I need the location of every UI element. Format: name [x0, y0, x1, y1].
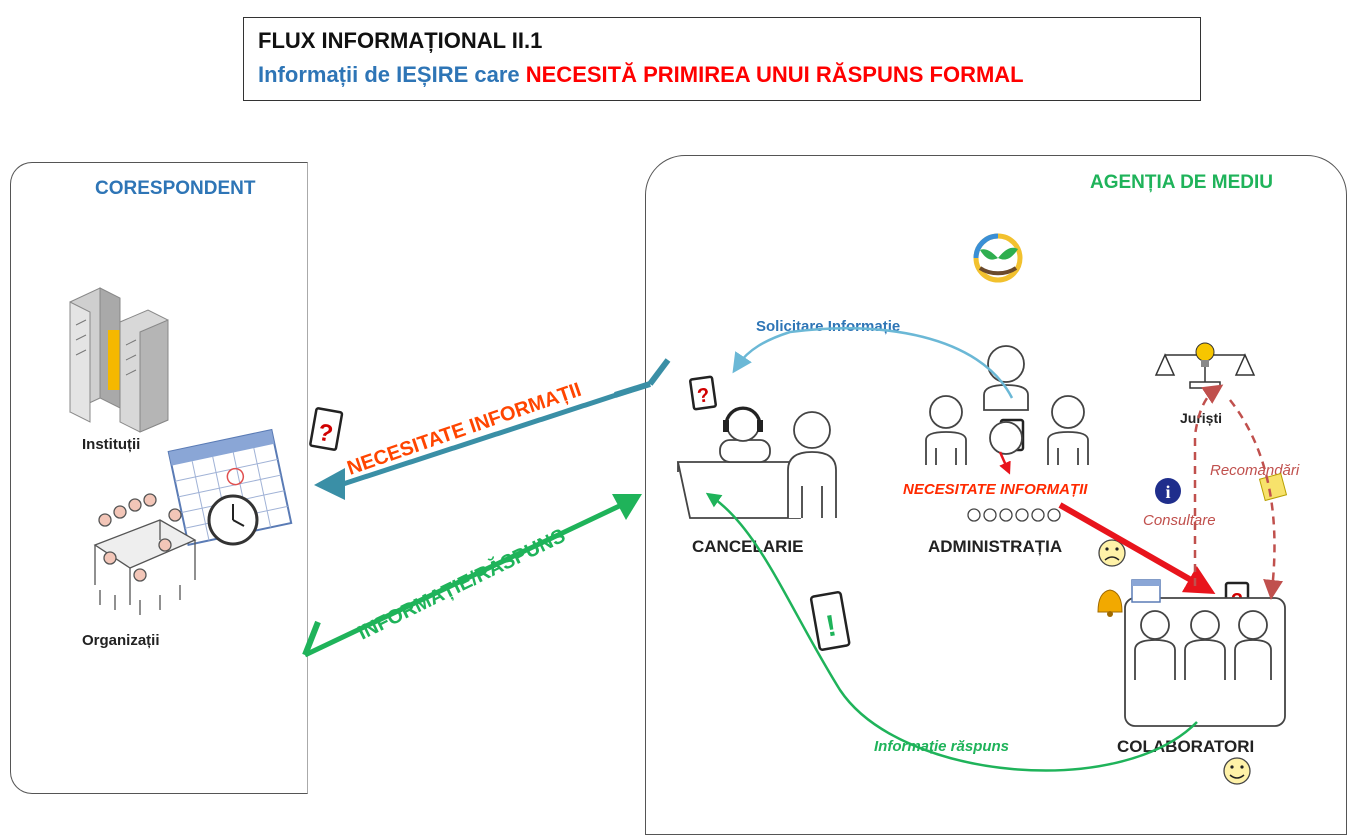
calendar-icon [167, 428, 293, 547]
corespondent-title: CORESPONDENT [95, 178, 256, 199]
institutions-label: Instituții [82, 436, 141, 453]
title-subtitle: Informații de IEȘIRE care NECESITĂ PRIMI… [258, 62, 1024, 88]
administratia-group [925, 345, 1089, 465]
agentia-title: AGENȚIA DE MEDIU [1090, 172, 1273, 193]
cancelarie-desk [676, 408, 801, 519]
svg-text:i: i [1165, 482, 1170, 502]
necesitate-outer-arrow [314, 358, 671, 500]
smiley-icon [1223, 757, 1251, 785]
svg-text:?: ? [696, 384, 711, 407]
necesitate-inner-arrow [1058, 502, 1216, 594]
colaboratori-people [1134, 610, 1272, 680]
person-icon [787, 411, 837, 518]
logo-icon [973, 233, 1023, 283]
title-main: FLUX INFORMAȚIONAL II.1 [258, 28, 543, 53]
info-icon: i [1155, 478, 1181, 504]
meeting-icon [93, 493, 197, 615]
svg-text:?: ? [316, 419, 335, 448]
consultare-label: Consultare [1143, 512, 1216, 529]
server-icon [69, 287, 169, 433]
informatie-raspuns-outer-label: INFORMAȚIE/RĂSPUNS [354, 524, 569, 645]
bell-icon [1097, 589, 1123, 617]
sad-icon [1098, 539, 1126, 567]
organizations-label: Organizații [82, 632, 160, 649]
subtitle-red-part: NECESITĂ PRIMIREA UNUI RĂSPUNS FORMAL [525, 62, 1024, 87]
recomandari-arrow [1229, 399, 1284, 600]
informatie-raspuns-outer-arrow [302, 494, 642, 658]
administratia-label: ADMINISTRAȚIA [928, 537, 1063, 556]
solicitare-arrow [732, 327, 1014, 399]
administratia-chairs [967, 508, 1061, 522]
question-tablet-icon: ? [309, 407, 344, 451]
consultare-arrow [1193, 384, 1224, 586]
juristi-label: Juriști [1180, 410, 1223, 426]
informatie-raspuns-inner-arrow [705, 492, 1198, 772]
necesitate-outer-label: NECESITATE INFORMAȚII [344, 379, 584, 480]
title-box: FLUX INFORMAȚIONAL II.1 Informații de IE… [243, 17, 1201, 101]
calendar-small-icon [1131, 579, 1161, 603]
headset-icon [723, 406, 763, 432]
sticky-note-icon [1258, 472, 1288, 502]
cancelarie-label: CANCELARIE [692, 537, 804, 556]
lightbulb-icon [1195, 342, 1215, 367]
exclamation-tablet-icon: ! [809, 591, 851, 651]
necesitate-inner-label: NECESITATE INFORMAȚII [903, 481, 1088, 498]
necesitate-inner-tail [998, 451, 1011, 475]
question-tablet-icon: ? [689, 375, 717, 411]
subtitle-blue-part: Informații de IEȘIRE care [258, 62, 526, 87]
clock-icon [207, 494, 259, 546]
